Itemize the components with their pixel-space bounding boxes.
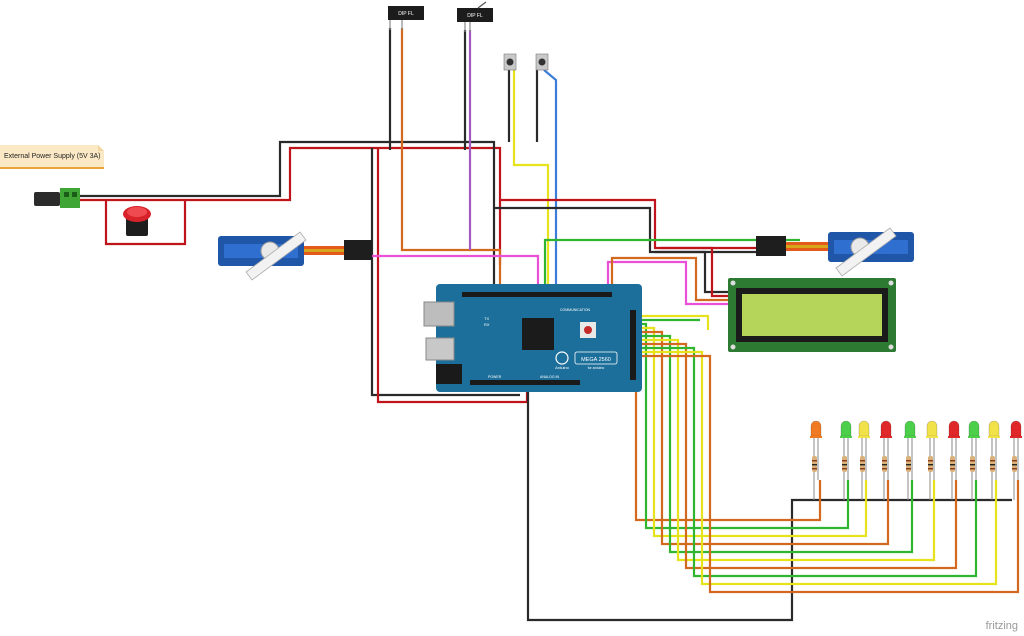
wire-yellow-a — [640, 314, 710, 330]
led-3 — [858, 420, 870, 500]
led-6 — [926, 420, 938, 500]
wire-green-servo-right — [543, 238, 800, 292]
wire-led-3 — [640, 326, 868, 538]
wire-black-servo-left — [370, 148, 520, 397]
wire-orange-dip1 — [400, 28, 502, 292]
wire-red-power — [80, 146, 502, 265]
wire-led-1 — [634, 320, 822, 522]
servo-right — [756, 227, 914, 277]
power-label: POWER — [488, 375, 502, 379]
micro-switch-2: DIP FL — [457, 1, 493, 32]
wire-red-lcd — [660, 246, 728, 298]
wire-pink-servo-left — [372, 254, 540, 292]
comm-label: COMMUNICATION — [560, 308, 591, 312]
wire-red-right-bus — [500, 198, 780, 250]
led-9 — [988, 420, 1000, 500]
led-7 — [948, 420, 960, 500]
led-8 — [968, 420, 980, 500]
wire-black-lcd — [655, 250, 728, 294]
wire-blue-pb2 — [543, 69, 558, 292]
led-1 — [810, 420, 822, 500]
rx-label: RX — [484, 322, 490, 327]
wire-led-6 — [640, 338, 936, 562]
micro-switch-1: DIP FL — [388, 6, 424, 30]
power-button — [123, 206, 151, 236]
lcd-display — [728, 278, 896, 352]
wire-black-ground-long — [526, 392, 1012, 622]
switch-1-label: DIP FL — [398, 11, 414, 17]
led-array — [810, 420, 1022, 500]
wire-led-2 — [640, 322, 850, 530]
led-4 — [880, 420, 892, 500]
wire-yellow-pb1 — [512, 68, 550, 292]
wire-red-button-loop — [104, 200, 187, 246]
wire-black-right-bus — [494, 206, 780, 254]
wire-pink-lcd — [606, 260, 728, 306]
tx-label: TX — [484, 316, 489, 321]
fritzing-watermark: fritzing — [985, 620, 1018, 632]
switch-2-label: DIP FL — [467, 13, 483, 19]
servo-left — [218, 231, 372, 281]
analog-label: ANALOG IN — [540, 375, 560, 379]
led-2 — [840, 420, 852, 500]
wires — [80, 28, 1020, 622]
power-supply-note: External Power Supply (5V 3A) — [0, 145, 104, 169]
dc-power-jack — [34, 188, 80, 208]
pushbutton-2 — [535, 53, 549, 71]
board-model-label: MEGA 2560 — [581, 357, 611, 363]
led-5 — [904, 420, 916, 500]
board-sub-label: for arduino — [588, 366, 605, 370]
wire-led-8 — [640, 346, 978, 578]
wire-black-power — [80, 140, 496, 290]
wire-led-4 — [640, 330, 890, 546]
wire-led-9 — [640, 350, 998, 586]
wire-led-10 — [640, 354, 1020, 594]
board-brand-label: Arduino — [555, 365, 570, 370]
pushbutton-1 — [503, 53, 517, 71]
wire-led-7 — [640, 342, 958, 570]
wire-led-5 — [640, 334, 914, 554]
arduino-mega-board: MEGA 2560 for arduino Arduino TX RX COMM… — [423, 284, 642, 392]
wire-orange-lcd — [610, 256, 728, 302]
led-10 — [1010, 420, 1022, 500]
